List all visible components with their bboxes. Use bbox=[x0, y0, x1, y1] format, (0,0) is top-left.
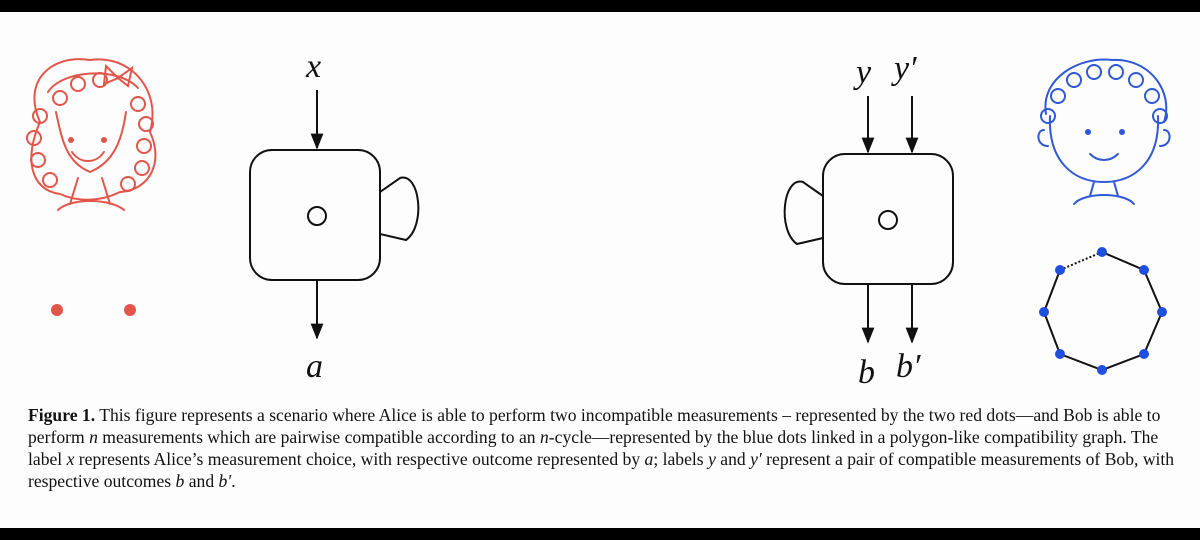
figure-diagram bbox=[26, 58, 1171, 375]
caption-text: . bbox=[231, 471, 236, 491]
caption-var: x bbox=[66, 449, 75, 469]
caption-var: y′ bbox=[750, 449, 762, 469]
caption-text: measurements which are pairwise compatib… bbox=[97, 427, 540, 447]
alice-measurement-box-icon bbox=[249, 149, 420, 281]
bob-input-label-2: y′ bbox=[894, 50, 917, 87]
caption-text: represents Alice’s measurement choice, w… bbox=[74, 449, 645, 469]
caption-var: n bbox=[89, 427, 98, 447]
caption-var: b bbox=[175, 471, 185, 491]
caption-text: and bbox=[184, 471, 219, 491]
caption-text: represent a pair of compatible measureme… bbox=[28, 449, 1175, 491]
caption-var: b′ bbox=[218, 471, 232, 491]
caption-var: a bbox=[644, 449, 654, 469]
caption-var: y bbox=[708, 449, 716, 469]
bob-compatibility-graph bbox=[1039, 247, 1167, 375]
alice-output-label: a bbox=[306, 348, 323, 385]
bob-output-label-2: b′ bbox=[896, 348, 921, 385]
figure-panel: x a y y′ b b′ Figure 1. This figure repr… bbox=[0, 12, 1200, 528]
bob-output-label-1: b bbox=[858, 354, 875, 391]
caption-text: ; labels bbox=[653, 449, 709, 469]
bob-face-icon bbox=[1037, 58, 1171, 205]
caption-lead: Figure 1. bbox=[28, 405, 96, 425]
alice-face-icon bbox=[26, 58, 157, 211]
bob-input-label-1: y bbox=[856, 54, 872, 91]
alice-measurement-dot bbox=[124, 304, 136, 316]
alice-input-label: x bbox=[306, 48, 322, 85]
caption-text: and bbox=[715, 449, 751, 469]
figure-caption: Figure 1. This figure represents a scena… bbox=[28, 404, 1178, 492]
caption-var: n bbox=[540, 427, 549, 447]
caption-text: This figure represents a scenario where … bbox=[28, 405, 1161, 447]
caption-text: -cycle—represented by the blue dots link… bbox=[28, 427, 1159, 469]
alice-measurement-dot bbox=[51, 304, 63, 316]
bob-measurement-box-icon bbox=[783, 153, 954, 285]
